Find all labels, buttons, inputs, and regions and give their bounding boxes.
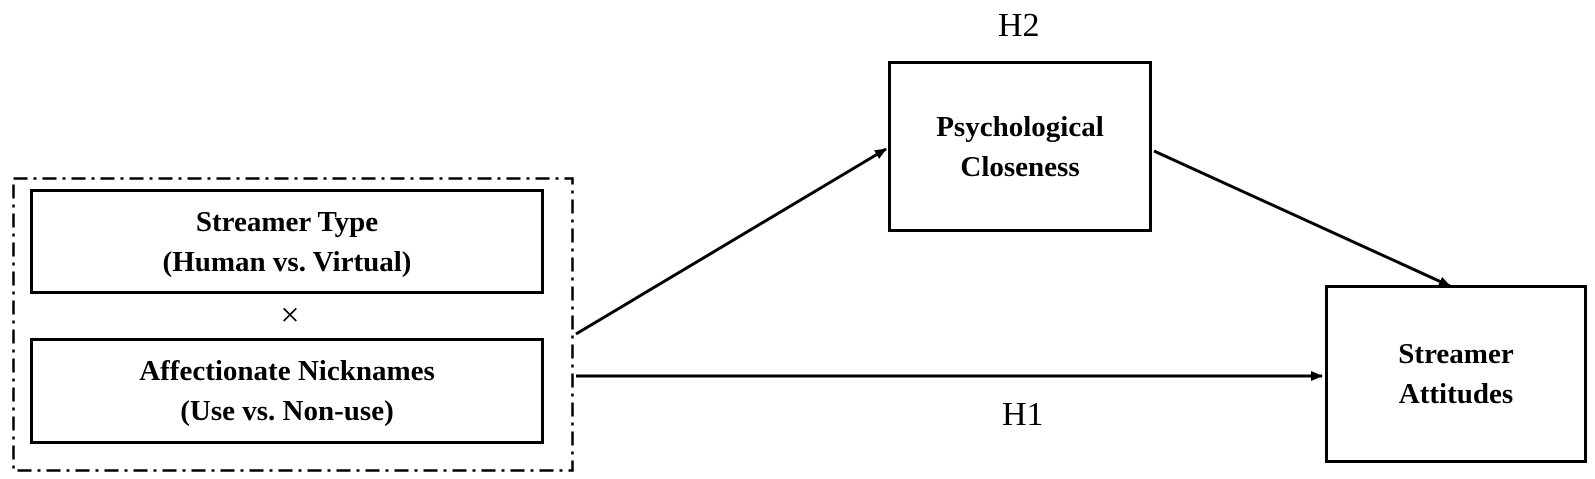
arrow-closeness-to-attitudes [1153, 149, 1451, 288]
streamer-type-box: Streamer Type (Human vs. Virtual) [30, 189, 544, 294]
hypothesis-h1-label: H1 [1002, 396, 1044, 433]
streamer-attitudes-line2: Attitudes [1398, 378, 1514, 410]
interaction-symbol: × [280, 297, 300, 334]
psychological-closeness-line1: Psychological [936, 110, 1104, 143]
affectionate-nicknames-levels: (Use vs. Non-use) [180, 395, 394, 427]
predictor-group-frame [12, 177, 574, 472]
psychological-closeness-line2: Closeness [960, 150, 1080, 183]
dash-dot-border [12, 177, 574, 472]
affectionate-nicknames-box: Affectionate Nicknames (Use vs. Non-use) [30, 338, 544, 444]
affectionate-nicknames-label: Affectionate Nicknames [139, 355, 435, 387]
streamer-type-label: Streamer Type [195, 205, 379, 238]
streamer-attitudes-box: Streamer Attitudes [1325, 285, 1587, 463]
arrow-predictors-to-closeness [575, 147, 887, 336]
hypothesis-h2-label: H2 [998, 7, 1040, 44]
streamer-type-levels: (Human vs. Virtual) [162, 245, 412, 278]
psychological-closeness-box: Psychological Closeness [888, 61, 1152, 232]
streamer-attitudes-line1: Streamer [1398, 338, 1514, 370]
